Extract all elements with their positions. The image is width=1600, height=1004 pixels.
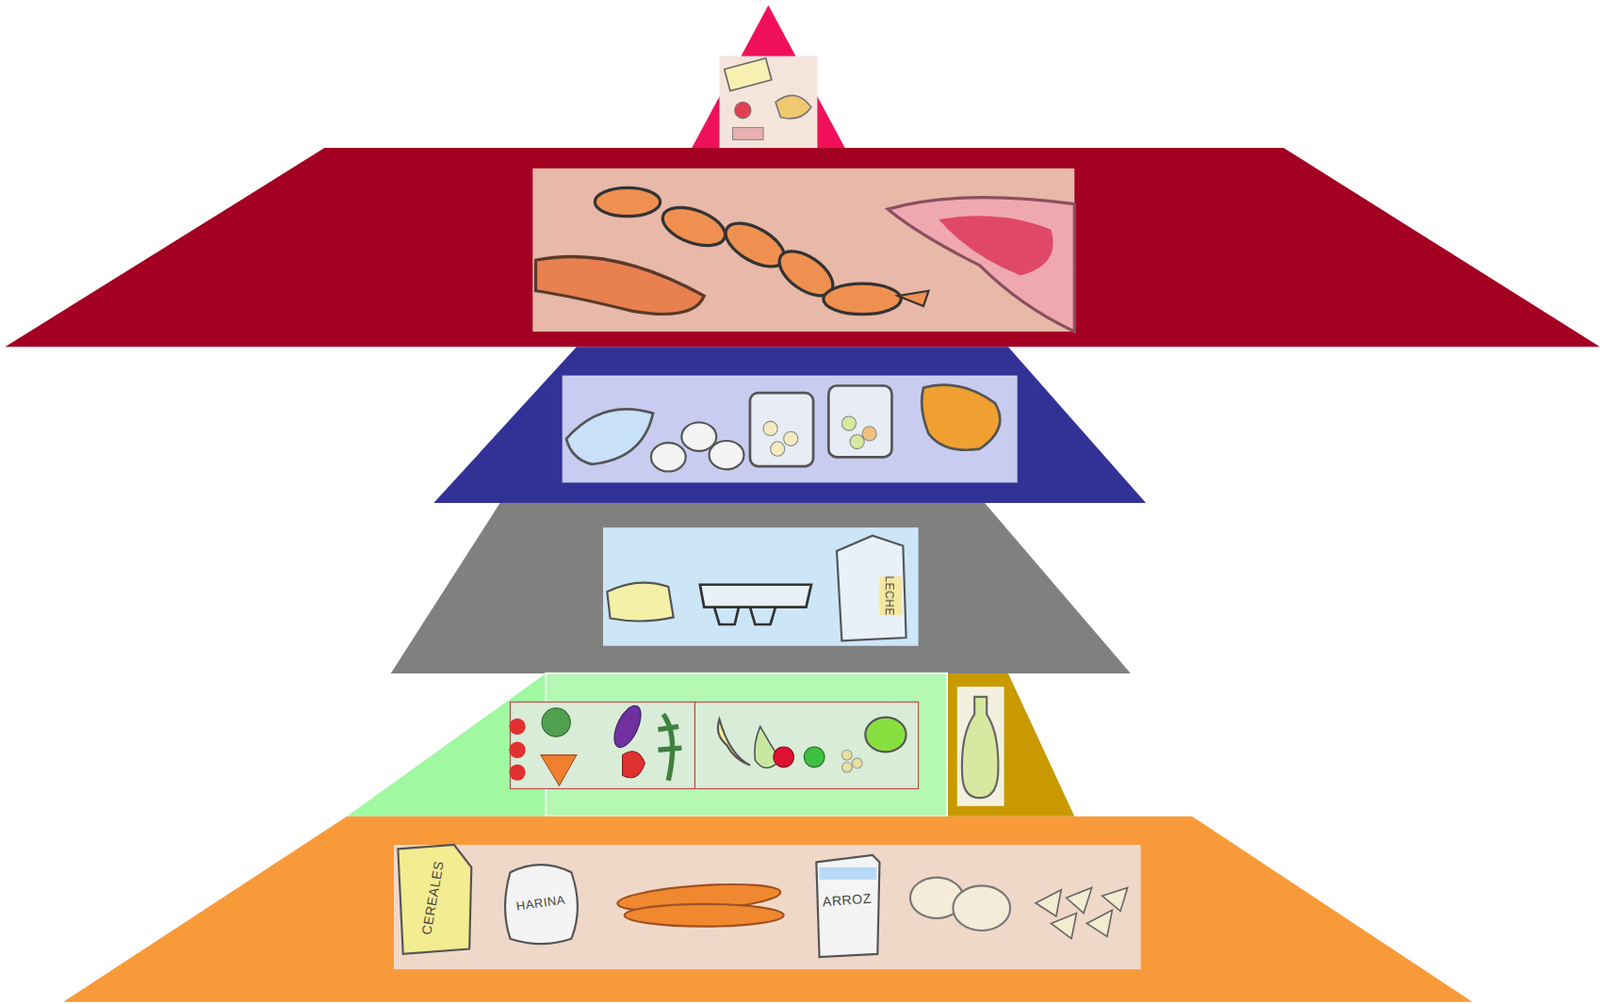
rice-stripe: [819, 867, 878, 881]
cheese-icon: [606, 583, 673, 622]
bean-icon: [783, 431, 799, 446]
package-text: CEREALES: [418, 860, 447, 937]
sausage-link: [823, 283, 901, 314]
pepper-icon: [622, 751, 646, 779]
ham-meat: [938, 215, 1053, 276]
sausage-end: [897, 291, 929, 307]
protein-band: [433, 346, 1146, 504]
apple-icon: [803, 747, 825, 768]
egg-icon: [651, 442, 686, 472]
eggplant-icon: [608, 702, 647, 752]
sausage-link: [657, 199, 731, 253]
yogurt-cups: [714, 607, 776, 625]
broccoli-icon: [541, 708, 571, 737]
cereal-box: [397, 845, 472, 955]
vegetable-image: [509, 702, 695, 789]
ham-icon: [887, 197, 1075, 332]
flour-sack: [505, 865, 578, 945]
fruit-image: [694, 702, 918, 789]
oil-bottle: [962, 697, 998, 799]
milk-carton: [836, 536, 907, 642]
package-text: HARINA: [515, 893, 567, 915]
lentil-icon: [862, 426, 877, 441]
carton-stripe: [879, 576, 902, 616]
sweet-icon: [733, 127, 764, 140]
yogurt-tray: [700, 585, 812, 608]
tomato-icon: [508, 764, 525, 781]
tomato-icon: [508, 742, 525, 759]
cereal-band: [63, 816, 1472, 1003]
pasta-icon: [1035, 887, 1127, 939]
protein-image: [562, 375, 1018, 484]
top-triangle: [691, 4, 845, 148]
candy-icon: [734, 101, 752, 118]
banana-icon: [718, 719, 751, 767]
lentil-icon: [849, 434, 865, 449]
carrot-icon: [540, 755, 577, 786]
chicken-icon: [921, 385, 1000, 451]
bread-icon: [624, 904, 784, 928]
package-text: LECHE: [883, 575, 897, 616]
egg-icon: [709, 440, 745, 470]
sausage-icon: [536, 256, 705, 314]
meat-band: [4, 147, 1600, 347]
butter-icon: [724, 58, 772, 92]
lentil-icon: [841, 416, 856, 431]
bean-icon: [763, 421, 778, 436]
grape-icon: [841, 750, 852, 761]
cherry-icon: [773, 747, 795, 768]
grape-icon: [841, 762, 852, 773]
oil-band: [946, 673, 1075, 817]
sausage-link: [594, 187, 660, 216]
fish-icon: [566, 408, 654, 465]
meat-image: [532, 168, 1075, 332]
tomato-icon: [508, 718, 525, 735]
cereal-image: [393, 845, 1142, 970]
jar-icon: [828, 385, 892, 458]
croissant-icon: [775, 95, 812, 119]
vegetable-band: [346, 673, 947, 817]
oil-image: [957, 686, 1005, 807]
melon-icon: [865, 718, 906, 753]
dairy-band: [391, 503, 1131, 674]
jar-icon: [750, 392, 814, 467]
potato-icon: [952, 885, 1011, 931]
rice-box: [816, 855, 880, 958]
chard-icon: [657, 714, 682, 781]
bean-icon: [770, 441, 785, 457]
dairy-image: [603, 527, 919, 647]
sweets-image: [718, 56, 817, 148]
grape-icon: [851, 758, 863, 769]
package-text: ARROZ: [821, 891, 872, 911]
